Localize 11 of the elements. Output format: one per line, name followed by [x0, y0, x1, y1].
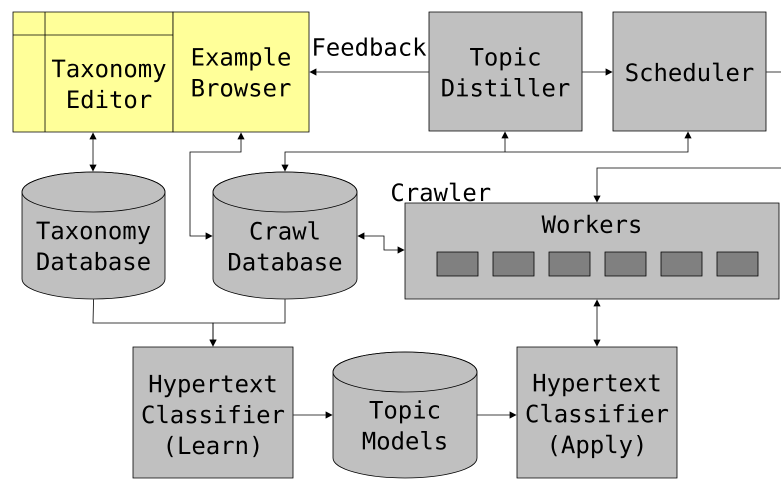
database-cylinder: Crawl Database	[212, 172, 358, 300]
database-cylinder: Topic Models	[332, 352, 478, 478]
process-box: Hypertext Classifier (Learn)	[132, 346, 294, 478]
process-box: Scheduler	[612, 12, 766, 132]
process-box: Topic Distiller	[428, 12, 582, 132]
editor-panel: Taxonomy Editor	[12, 12, 174, 132]
process-box: Example Browser	[172, 12, 310, 132]
edge-label: Feedback	[314, 38, 426, 56]
process-box: Hypertext Classifier (Apply)	[516, 346, 678, 478]
database-cylinder: Taxonomy Database	[22, 172, 166, 300]
group-label: Crawler	[392, 182, 490, 202]
